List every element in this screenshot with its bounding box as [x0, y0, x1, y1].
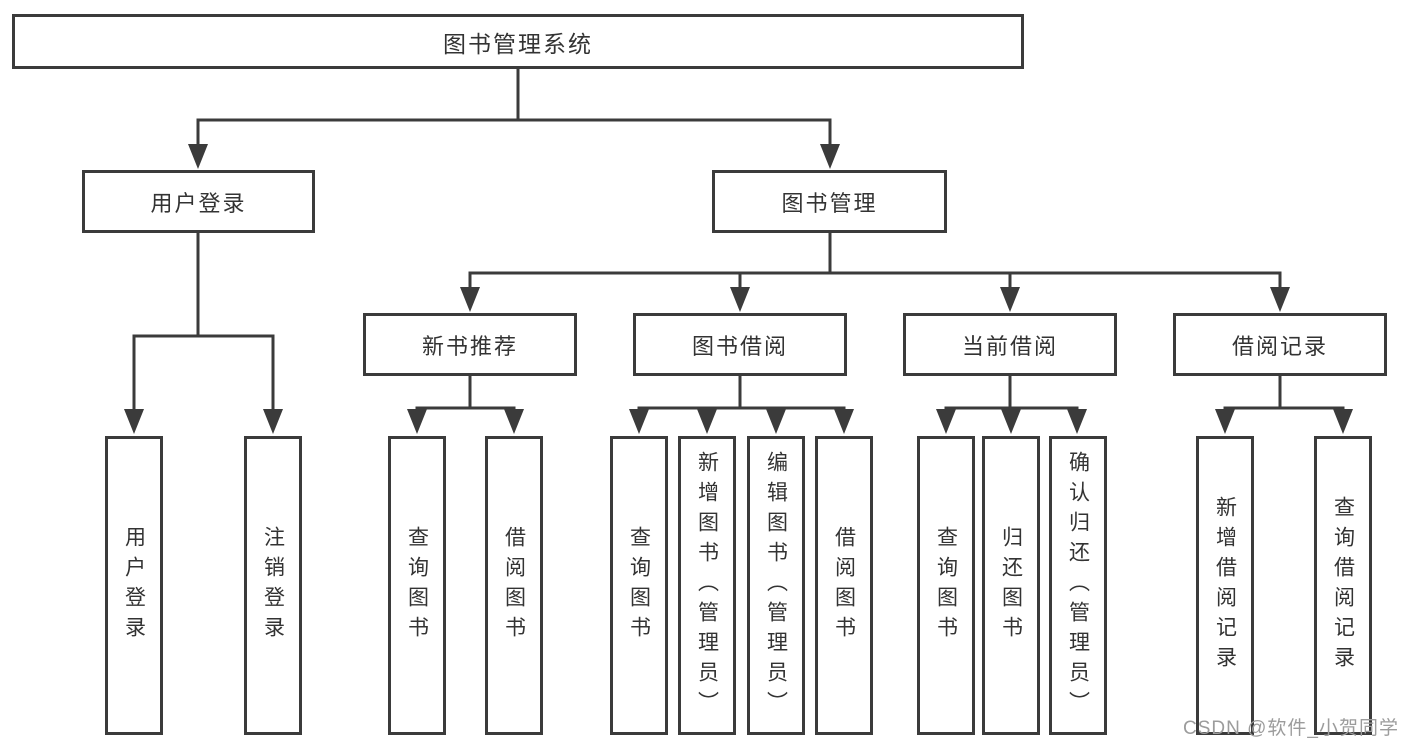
leaf-user-login: 用户登录 [105, 436, 163, 735]
leaf-label: 查询图书 [405, 525, 429, 646]
node-label: 用户登录 [150, 190, 247, 216]
leaf-label: 借阅图书 [502, 525, 526, 646]
leaf-confirm-return-admin: 确认归还（管理员） [1049, 436, 1107, 735]
leaf-label: 查询图书 [934, 525, 958, 646]
node-new-book-recommend: 新书推荐 [363, 313, 577, 376]
node-library-management-system: 图书管理系统 [12, 14, 1024, 69]
leaf-borrow-books-2: 借阅图书 [815, 436, 873, 735]
leaf-query-books: 查询图书 [388, 436, 446, 735]
leaf-add-borrow-record: 新增借阅记录 [1196, 436, 1254, 735]
leaf-edit-books-admin: 编辑图书（管理员） [747, 436, 805, 735]
leaf-label: 查询图书 [627, 525, 651, 646]
leaf-label: 查询借阅记录 [1331, 495, 1355, 676]
node-borrow-records: 借阅记录 [1173, 313, 1387, 376]
leaf-label: 借阅图书 [832, 525, 856, 646]
leaf-query-borrow-record: 查询借阅记录 [1314, 436, 1372, 735]
leaf-label: 编辑图书（管理员） [764, 450, 788, 721]
node-label: 借阅记录 [1231, 333, 1328, 359]
leaf-label: 注销登录 [261, 525, 285, 646]
node-label: 图书管理系统 [443, 30, 593, 57]
leaf-label: 确认归还（管理员） [1066, 450, 1090, 721]
node-label: 图书管理 [781, 190, 878, 216]
node-current-borrow: 当前借阅 [903, 313, 1117, 376]
node-user-login: 用户登录 [82, 170, 315, 233]
leaf-logout: 注销登录 [244, 436, 302, 735]
node-label: 图书借阅 [691, 333, 788, 359]
csdn-watermark: CSDN @软件_小贺同学 [1183, 718, 1399, 739]
node-label: 新书推荐 [421, 333, 518, 359]
leaf-label: 新增借阅记录 [1213, 495, 1237, 676]
leaf-label: 归还图书 [999, 525, 1023, 646]
leaf-return-books: 归还图书 [982, 436, 1040, 735]
node-label: 当前借阅 [961, 333, 1058, 359]
leaf-label: 新增图书（管理员） [695, 450, 719, 721]
leaf-add-books-admin: 新增图书（管理员） [678, 436, 736, 735]
leaf-query-books-current: 查询图书 [917, 436, 975, 735]
leaf-label: 用户登录 [122, 525, 146, 646]
leaf-borrow-books: 借阅图书 [485, 436, 543, 735]
node-book-management: 图书管理 [712, 170, 947, 233]
leaf-query-books-borrow: 查询图书 [610, 436, 668, 735]
node-book-borrow: 图书借阅 [633, 313, 847, 376]
